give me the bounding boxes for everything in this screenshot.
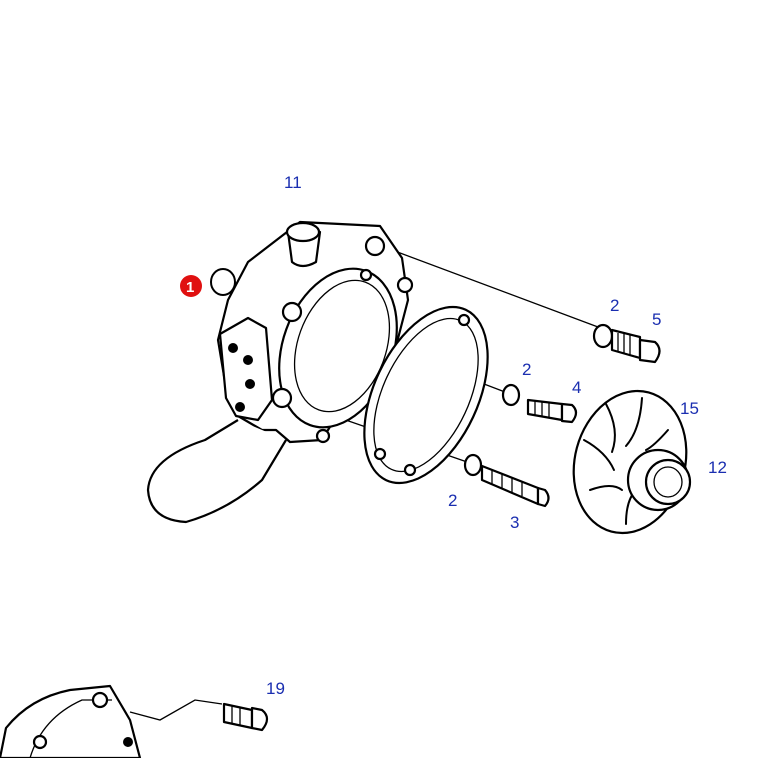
- callout-2-top[interactable]: 2: [610, 296, 619, 315]
- callout-11[interactable]: 11: [284, 173, 302, 192]
- callout-4[interactable]: 4: [572, 378, 581, 397]
- o-ring[interactable]: [210, 268, 236, 296]
- callout-19[interactable]: 19: [266, 679, 285, 698]
- callout-2-low[interactable]: 2: [448, 491, 457, 510]
- hose[interactable]: [146, 419, 287, 524]
- part-1-badge[interactable]: 1: [180, 275, 202, 297]
- part-1-label: 1: [186, 279, 194, 296]
- bolt-4[interactable]: [526, 398, 578, 424]
- pump-housing[interactable]: [216, 220, 418, 444]
- washers[interactable]: [463, 323, 614, 477]
- outlet-pipe[interactable]: [285, 221, 322, 268]
- bolt-19[interactable]: [222, 702, 269, 732]
- callout-2-mid[interactable]: 2: [522, 360, 531, 379]
- bolt-5[interactable]: [610, 328, 661, 364]
- bolt-19-leader: [129, 699, 223, 721]
- bolt-3[interactable]: [480, 464, 550, 508]
- impeller-hub[interactable]: [626, 448, 692, 512]
- gasket[interactable]: [339, 288, 513, 502]
- callout-12[interactable]: 12: [708, 458, 727, 477]
- callout-15[interactable]: 15: [680, 399, 699, 418]
- callout-3[interactable]: 3: [510, 513, 519, 532]
- callout-5[interactable]: 5: [652, 310, 661, 329]
- lower-cover[interactable]: [0, 684, 142, 758]
